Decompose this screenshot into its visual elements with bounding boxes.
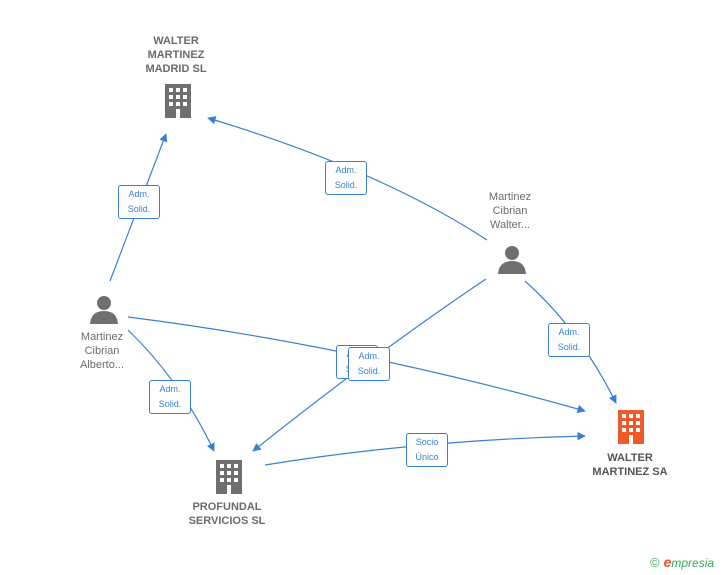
node-label-line: WALTER [153, 35, 199, 47]
edge-label-line: Único [415, 452, 439, 462]
node-label-line: Cibrian [84, 345, 120, 357]
edge-label-line: Adm. [558, 327, 580, 337]
edge-label-line: Adm. [159, 384, 181, 394]
node-label-line: Alberto... [79, 359, 125, 371]
edge-label-line: Solid. [357, 366, 381, 376]
node-label-line: PROFUNDAL [192, 501, 262, 513]
edge-label-alberto-profundal[interactable]: Adm. Solid. [149, 380, 191, 414]
edge-label-line: Solid. [334, 180, 358, 190]
edge-label-line: Solid. [557, 342, 581, 352]
edge-label-line: Adm. [128, 189, 150, 199]
node-label-line: MARTINEZ [147, 49, 205, 61]
edge-label-line: Adm. [335, 165, 357, 175]
edge-label-alberto-madrid[interactable]: Adm. Solid. [118, 185, 160, 219]
building-icon[interactable] [214, 460, 244, 494]
node-label-line: Walter... [490, 219, 530, 231]
node-label-line: MARTINEZ SA [592, 466, 668, 478]
person-icon[interactable] [497, 244, 527, 274]
node-label-line: WALTER [607, 452, 653, 464]
edge-label-line: Solid. [127, 204, 151, 214]
node-label-line: SERVICIOS SL [188, 515, 266, 527]
main-building-icon[interactable] [616, 410, 646, 444]
node-profundal[interactable]: PROFUNDAL SERVICIOS SL [167, 500, 287, 528]
node-label-line: Cibrian [492, 205, 528, 217]
copyright-icon: © [650, 555, 660, 570]
edge-label-walter-sa[interactable]: Adm. Solid. [548, 323, 590, 357]
node-label-line: MADRID SL [145, 63, 207, 75]
brand-name: mpresia [671, 556, 715, 570]
building-icon[interactable] [163, 84, 193, 118]
edge-label-line: Adm. [358, 351, 380, 361]
brand-e: e [663, 554, 672, 570]
edge-label-line: Socio [415, 437, 439, 447]
edge-label-walter-profundal[interactable]: Adm. Solid. [348, 347, 390, 381]
node-martinez-alberto[interactable]: Martinez Cibrian Alberto... [52, 330, 152, 372]
person-icon[interactable] [89, 294, 119, 324]
brand-watermark: ©empresia [650, 554, 714, 570]
node-martinez-walter[interactable]: Martinez Cibrian Walter... [460, 190, 560, 232]
node-walter-madrid[interactable]: WALTER MARTINEZ MADRID SL [126, 34, 226, 76]
edge-label-walter-madrid[interactable]: Adm. Solid. [325, 161, 367, 195]
node-walter-sa[interactable]: WALTER MARTINEZ SA [570, 451, 690, 479]
edge-label-line: Solid. [158, 399, 182, 409]
node-label-line: Martinez [80, 331, 124, 343]
node-label-line: Martinez [488, 191, 532, 203]
edge-label-profundal-sa[interactable]: Socio Único [406, 433, 448, 467]
